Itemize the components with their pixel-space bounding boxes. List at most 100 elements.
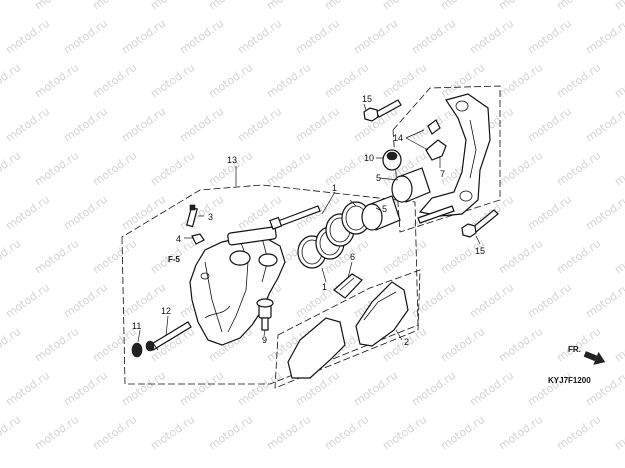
watermark-text: motod.ru — [612, 237, 625, 277]
watermark-text: motod.ru — [525, 17, 574, 57]
watermark-text: motod.ru — [351, 369, 400, 409]
watermark-text: motod.ru — [612, 325, 625, 365]
bracket-pin — [417, 205, 455, 224]
watermark-text: motod.ru — [496, 237, 545, 277]
watermark-text: motod.ru — [90, 237, 139, 277]
watermark-text: motod.ru — [612, 61, 625, 101]
watermark-text: motod.ru — [322, 413, 371, 453]
watermark-text: motod.ru — [148, 0, 197, 12]
watermark-text: motod.ru — [3, 193, 52, 233]
watermark-text: motod.ru — [3, 105, 52, 145]
watermark-text: motod.ru — [496, 325, 545, 365]
watermark-text: motod.ru — [32, 61, 81, 101]
bracket-boot — [382, 149, 402, 171]
callout-2: 2 — [404, 337, 409, 347]
watermark-text: motod.ru — [264, 61, 313, 101]
watermark-text: motod.ru — [119, 105, 168, 145]
watermark-text: motod.ru — [90, 149, 139, 189]
bleeder-cap — [191, 233, 205, 245]
brake-pads — [287, 281, 409, 379]
caliper-body — [189, 226, 286, 346]
watermark-text: motod.ru — [90, 413, 139, 453]
watermark-text: motod.ru — [525, 281, 574, 321]
watermark-text: motod.ru — [235, 105, 284, 145]
watermark-text: motod.ru — [0, 61, 23, 101]
watermark-text: motod.ru — [3, 369, 52, 409]
watermark-text: motod.ru — [119, 193, 168, 233]
watermark-text: motod.ru — [148, 149, 197, 189]
watermark-text: motod.ru — [61, 281, 110, 321]
watermark-text: motod.ru — [380, 237, 429, 277]
watermark-text: motod.ru — [293, 105, 342, 145]
watermark-text: motod.ru — [583, 105, 625, 145]
watermark-text: motod.ru — [0, 149, 23, 189]
diagram-code: KYJ7F1200 — [548, 376, 591, 385]
mounting-bolt-lower — [461, 209, 499, 238]
pad-kit-outline — [274, 269, 421, 389]
watermark-text: motod.ru — [0, 413, 23, 453]
watermark-text: motod.ru — [61, 105, 110, 145]
watermark-text: motod.ru — [3, 17, 52, 57]
watermark-text: motod.ru — [380, 61, 429, 101]
callout-6: 6 — [350, 252, 355, 262]
pad-retainer — [425, 119, 447, 161]
callout-1-lower: 1 — [322, 282, 327, 292]
watermark-text: motod.ru — [438, 413, 487, 453]
watermark-text: motod.ru — [409, 281, 458, 321]
watermark-text: motod.ru — [554, 0, 603, 12]
callout-4: 4 — [176, 234, 181, 244]
watermark-text: motod.ru — [264, 413, 313, 453]
watermark-text: motod.ru — [61, 193, 110, 233]
callout-15-upper: 15 — [362, 94, 372, 104]
watermark-text: motod.ru — [61, 369, 110, 409]
watermark-text: motod.ru — [0, 325, 23, 365]
watermark-text: motod.ru — [351, 17, 400, 57]
watermark-text: motod.ru — [293, 17, 342, 57]
direction-marker: FR. — [568, 345, 606, 365]
watermark-text: motod.ru — [438, 61, 487, 101]
callout-12: 12 — [161, 306, 171, 316]
watermark-text: motod.ru — [583, 281, 625, 321]
watermark-text: motod.ru — [177, 193, 226, 233]
pistons — [361, 167, 431, 231]
callout-15-lower: 15 — [475, 246, 485, 256]
watermark-text: motod.ru — [525, 193, 574, 233]
watermark-text: motod.ru — [148, 413, 197, 453]
watermark-text: motod.ru — [554, 413, 603, 453]
watermark-text: motod.ru — [3, 281, 52, 321]
watermark-text: motod.ru — [0, 0, 23, 12]
watermark-text: motod.ru — [496, 413, 545, 453]
watermark-text: motod.ru — [264, 149, 313, 189]
callout-5-upper: 5 — [376, 173, 381, 183]
watermark-text: motod.ru — [235, 17, 284, 57]
caliper-assembly-outline — [121, 184, 419, 385]
watermark-text: motod.ru — [380, 413, 429, 453]
callout-11: 11 — [132, 321, 141, 331]
watermark-text: motod.ru — [177, 17, 226, 57]
watermark-text: motod.ru — [32, 413, 81, 453]
watermark-text: motod.ru — [612, 0, 625, 12]
watermark-text: motod.ru — [206, 413, 255, 453]
watermark-text: motod.ru — [467, 369, 516, 409]
watermark-text: motod.ru — [612, 149, 625, 189]
watermark-text: motod.ru — [380, 0, 429, 12]
direction-label: FR. — [568, 345, 581, 354]
bleeder-screw — [186, 204, 198, 228]
watermark-text: motod.ru — [554, 149, 603, 189]
callout-10: 10 — [364, 153, 374, 163]
watermark-text: motod.ru — [438, 325, 487, 365]
callout-13: 13 — [227, 155, 237, 165]
watermark-text: motod.ru — [583, 193, 625, 233]
pin-boot — [131, 340, 155, 358]
piston-seals — [297, 201, 371, 269]
callout-9: 9 — [262, 335, 267, 345]
watermark-text: motod.ru — [32, 149, 81, 189]
watermark-text: motod.ru — [148, 61, 197, 101]
pad-spring — [333, 273, 363, 299]
watermark-text: motod.ru — [438, 0, 487, 12]
reference-label: F-5 — [168, 255, 181, 264]
watermark-text: motod.ru — [496, 149, 545, 189]
pin-bolt — [269, 205, 321, 230]
watermark-text: motod.ru — [177, 369, 226, 409]
